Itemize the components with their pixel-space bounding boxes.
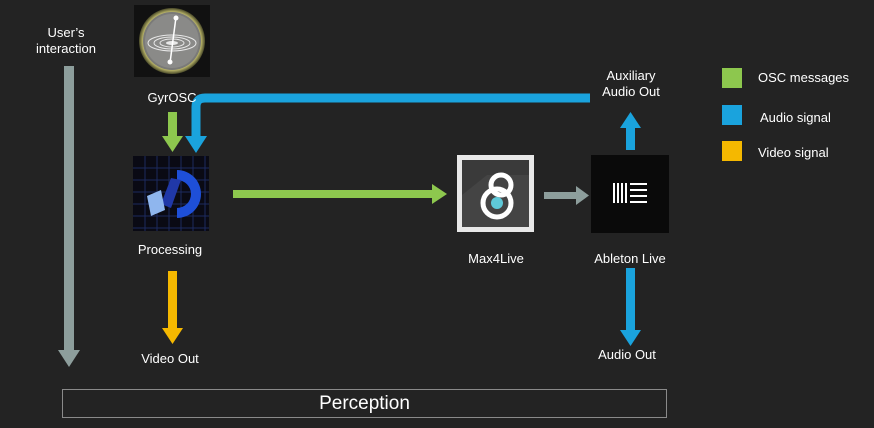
legend: OSC messages Audio signal Video signal	[720, 68, 870, 168]
legend-swatch-video	[722, 141, 742, 161]
processing-logo-icon	[133, 156, 209, 231]
osc-arrow-gyrosc-processing	[162, 112, 183, 152]
gyrosc-label: GyrOSC	[147, 90, 197, 105]
legend-label-video: Video signal	[758, 145, 829, 160]
audio-out-label: Audio Out	[598, 347, 656, 362]
legend-label-audio: Audio signal	[760, 110, 831, 125]
gyrosc-node	[134, 5, 210, 77]
user-interaction-label: User’s interaction	[36, 25, 96, 56]
legend-swatch-osc	[722, 68, 742, 88]
processing-label: Processing	[137, 242, 203, 257]
audio-arrow-ableton-auxiliary	[620, 112, 641, 150]
video-out-label: Video Out	[141, 351, 199, 366]
auxiliary-audio-out-label: Auxiliary Audio Out	[602, 68, 660, 99]
ableton-label: Ableton Live	[594, 251, 666, 266]
processing-node	[133, 156, 209, 231]
osc-arrow-processing-max4live	[233, 184, 447, 204]
max4live-node	[457, 155, 534, 232]
ableton-logo-icon	[591, 155, 669, 233]
perception-box: Perception	[62, 389, 667, 418]
video-arrow-processing-videoout	[162, 271, 183, 344]
legend-label-osc: OSC messages	[758, 70, 850, 85]
arrow-max4live-ableton	[544, 186, 589, 205]
ableton-node	[591, 155, 669, 233]
user-interaction-arrow	[58, 66, 80, 367]
audio-arrow-ableton-audioout	[620, 268, 641, 346]
max-logo-icon	[457, 155, 534, 232]
audio-arrow-auxiliary-processing	[185, 93, 590, 153]
gyroscope-icon	[134, 5, 210, 77]
max4live-label: Max4Live	[468, 251, 524, 266]
legend-swatch-audio	[722, 105, 742, 125]
